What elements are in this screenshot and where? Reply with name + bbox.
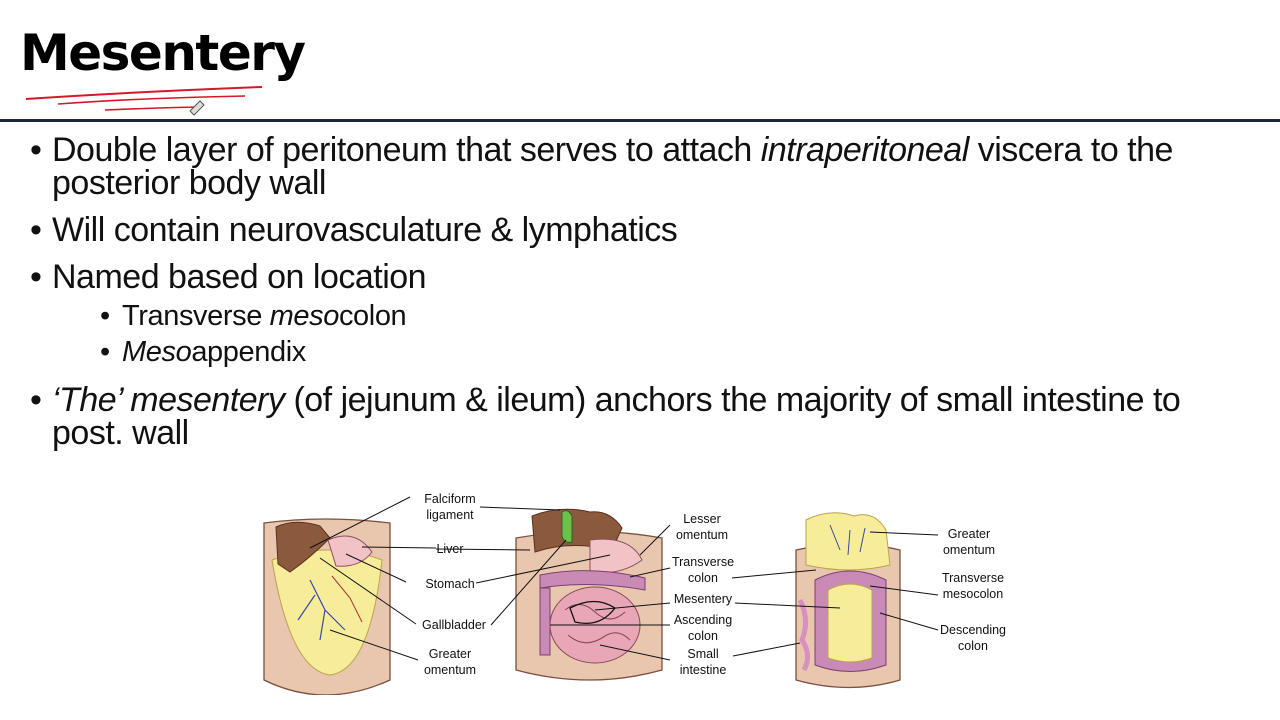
panel-greater-omentum (263, 518, 391, 695)
label-small-intestine: intestine (680, 663, 727, 677)
label-falciform: ligament (426, 508, 474, 522)
bullet-item: Will contain neurovasculature & lymphati… (30, 213, 1260, 247)
panel-abdominal-organs (515, 508, 663, 681)
label-ascending-colon: colon (688, 629, 718, 643)
leader-lines (309, 496, 939, 661)
bullet-item: Named based on location Transverse mesoc… (30, 260, 1260, 370)
sub-bullet-list: Transverse mesocolon Mesoappendix (52, 298, 1260, 370)
pen-cursor-icon (189, 100, 205, 116)
label-falciform: Falciform (424, 492, 475, 506)
label-stomach: Stomach (425, 577, 474, 591)
label-transverse-colon: colon (688, 571, 718, 585)
label-greater-omentum-right: Greater (948, 527, 990, 541)
label-descending-colon: colon (958, 639, 988, 653)
title-divider (0, 119, 1280, 122)
label-transverse-mesocolon: mesocolon (943, 587, 1003, 601)
bullet-item: Double layer of peritoneum that serves t… (30, 133, 1260, 200)
bullet-list: Double layer of peritoneum that serves t… (30, 133, 1260, 464)
label-greater-omentum: omentum (424, 663, 476, 677)
sub-bullet-item: Transverse mesocolon (100, 298, 1260, 334)
label-gallbladder: Gallbladder (422, 618, 486, 632)
label-small-intestine: Small (687, 647, 718, 661)
label-lesser-omentum: omentum (676, 528, 728, 542)
label-transverse-colon: Transverse (672, 555, 734, 569)
annotation-underline (25, 86, 263, 116)
slide-title: Mesentery (20, 24, 306, 82)
label-liver: Liver (436, 542, 463, 556)
bullet-item: ‘The’ mesentery (of jejunum & ileum) anc… (30, 383, 1260, 450)
label-descending-colon: Descending (940, 623, 1006, 637)
label-greater-omentum: Greater (429, 647, 471, 661)
label-transverse-mesocolon: Transverse (942, 571, 1004, 585)
label-greater-omentum-right: omentum (943, 543, 995, 557)
label-lesser-omentum: Lesser (683, 512, 721, 526)
peritoneum-illustration: Falciform ligament Liver Stomach Gallbla… (263, 492, 1006, 695)
sub-bullet-item: Mesoappendix (100, 334, 1260, 370)
panel-mesocolon (795, 512, 901, 689)
label-mesentery: Mesentery (674, 592, 733, 606)
label-ascending-colon: Ascending (674, 613, 732, 627)
